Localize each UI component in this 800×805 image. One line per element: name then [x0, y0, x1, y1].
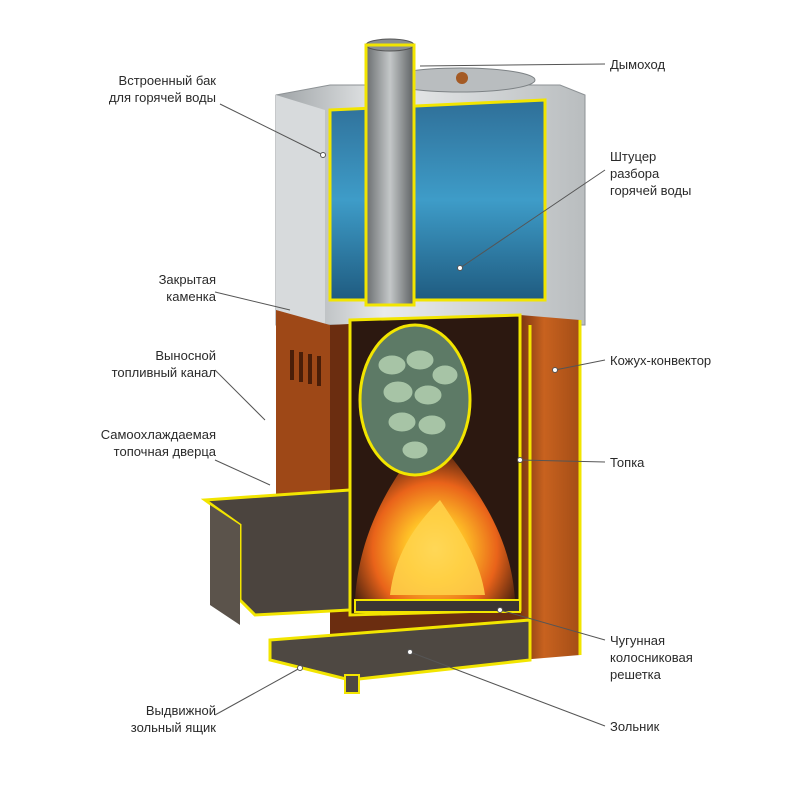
stone-chamber: [358, 323, 472, 477]
label-hot-water-tank: Встроенный бак для горячей воды: [108, 73, 216, 105]
label-firebox: Топка: [610, 455, 645, 470]
leader-lines: [214, 63, 606, 727]
leader-dots: [297, 152, 558, 671]
label-ash-box: Выдвижной зольный ящик: [130, 703, 216, 735]
cast-iron-grate: [354, 599, 521, 613]
label-grate: Чугунная колосниковая решетка: [610, 633, 693, 682]
label-convector-casing: Кожух-конвектор: [610, 353, 712, 368]
convector-grille-icon: [290, 350, 321, 386]
hot-water: [330, 100, 545, 300]
label-firebox-door: Самоохлаждаемая топочная дверца: [100, 427, 216, 459]
label-hot-water-fitting: Штуцер разбора горячей воды: [610, 149, 692, 198]
lid-knob: [456, 72, 468, 84]
chimney-pipe: [364, 38, 416, 307]
firebox-door: [210, 505, 240, 625]
label-closed-stones: Закрытая каменка: [158, 272, 216, 304]
water-tank: [275, 67, 586, 326]
fuel-channel: [200, 488, 352, 625]
label-ash-pit: Зольник: [610, 719, 660, 734]
label-chimney: Дымоход: [610, 57, 666, 72]
label-fuel-channel: Выносной топливный канал: [111, 348, 216, 380]
ash-area: [268, 599, 532, 694]
